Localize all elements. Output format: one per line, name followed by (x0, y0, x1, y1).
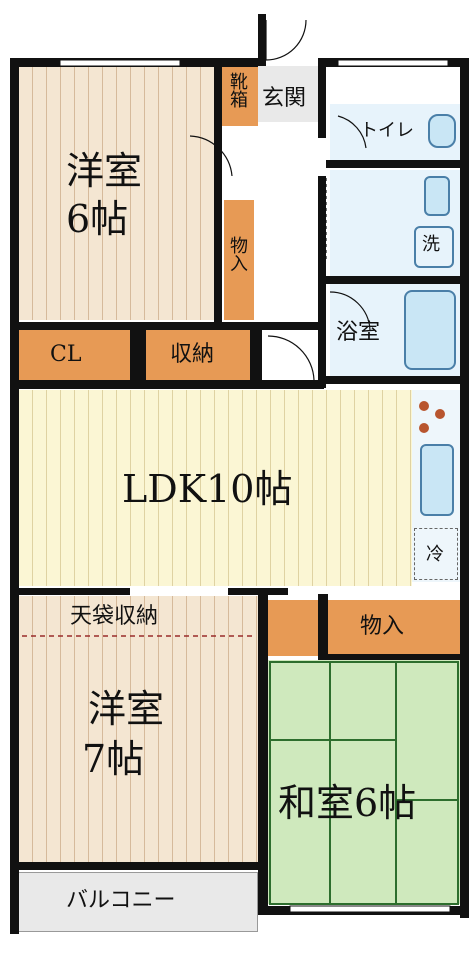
room-6-size: 6帖 (66, 197, 129, 241)
wall-outer-left (10, 58, 19, 934)
wall-wash-bottom (326, 276, 466, 284)
wall-bath-bottom (326, 376, 466, 384)
ldk-label: LDK10帖 (122, 467, 293, 511)
door-swings (189, 19, 371, 381)
wash-label: 洗 (422, 234, 440, 255)
japanese-storage-label: 物入 (360, 614, 405, 639)
wall-entrance-right (318, 58, 326, 138)
japanese-room-label: 和室6帖 (278, 781, 417, 825)
wall-room6-right (214, 66, 222, 330)
wall-japanese-storage-bottom (318, 654, 466, 660)
bathtub-fixture (404, 290, 456, 370)
wall-outer-right (460, 58, 469, 918)
ldk-storage (146, 330, 250, 380)
bath-label: 浴室 (336, 320, 381, 345)
fridge-label: 冷 (426, 544, 444, 565)
wall-toilet-bottom (326, 160, 466, 168)
washbasin-fixture (424, 176, 450, 216)
shoe-box-label: 靴箱 (227, 72, 248, 108)
balcony (18, 872, 258, 932)
ceiling-storage-label: 天袋収納 (70, 604, 159, 629)
wall-entrance-left (258, 14, 266, 66)
wall-storage-bottom (10, 380, 324, 389)
fridge-space (414, 528, 458, 580)
entrance-area (258, 66, 324, 122)
western-room-6 (18, 66, 218, 320)
wall-room7-right (258, 592, 268, 910)
japanese-storage (268, 600, 460, 656)
wall-room7-top-right (228, 588, 288, 595)
toilet-label: トイレ (360, 120, 414, 141)
window-marks (59, 59, 451, 913)
shoe-box-area (220, 66, 258, 126)
wall-room7-top (10, 588, 130, 595)
wall-room6-bottom (10, 322, 320, 330)
closet-cl (18, 330, 130, 380)
stove-burners (419, 401, 445, 433)
hall-storage-label: 物入 (227, 236, 248, 272)
japanese-room (268, 660, 460, 904)
ldk-room (18, 390, 412, 586)
room-7-name: 洋室 (88, 687, 165, 731)
room-6-name: 洋室 (66, 149, 143, 193)
entrance-label: 玄関 (262, 86, 307, 111)
western-room-7 (18, 596, 260, 866)
wall-storage-divider (130, 330, 146, 382)
ldk-storage-label: 収納 (170, 342, 215, 367)
hall-storage (224, 200, 254, 320)
wall-hall-right (318, 176, 326, 388)
closet-label: CL (50, 342, 82, 367)
wall-storage-right (250, 330, 262, 382)
tatami-lines (269, 661, 459, 905)
sink-fixture (420, 444, 454, 516)
washer-box (414, 226, 454, 268)
balcony-label: バルコニー (66, 888, 176, 913)
wall-balcony-top (10, 862, 260, 870)
room-7-size: 7帖 (82, 737, 145, 781)
wall-japanese-storage-left (318, 594, 328, 658)
toilet-fixture (428, 114, 456, 148)
